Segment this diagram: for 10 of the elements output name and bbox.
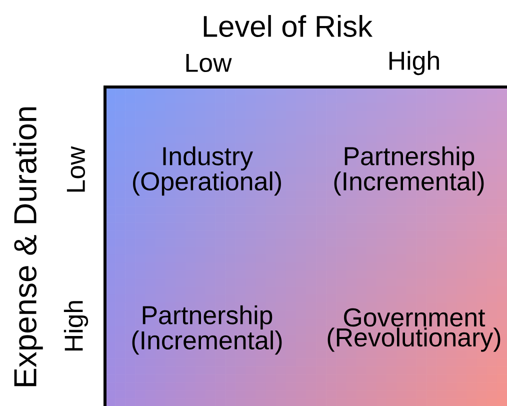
axis-title: Level of Risk: [204, 15, 373, 37]
axis-label: Low: [186, 54, 232, 72]
axis-label: High: [390, 50, 439, 76]
quadrant-text: Government (Revolutionary): [328, 308, 500, 352]
axis-title: Expense & Duration: [13, 107, 43, 386]
quadrant-text: Industry (Operational): [133, 146, 281, 196]
axis-label: Low: [66, 146, 86, 192]
quadrant-text: Partnership (Incremental): [132, 305, 282, 355]
axis-label: High: [64, 301, 88, 351]
quadrant-text: Partnership (Incremental): [334, 146, 484, 196]
